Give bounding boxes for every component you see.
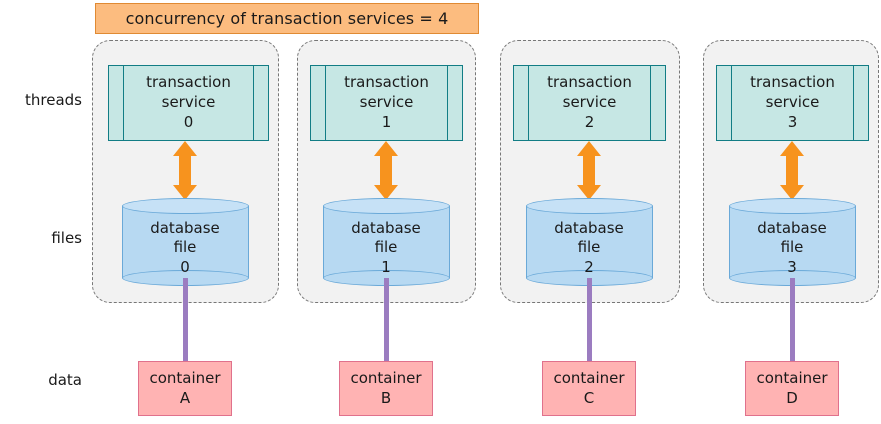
transaction-service-line1: transaction — [344, 73, 429, 92]
file-to-container-connector-2 — [586, 278, 592, 363]
transaction-service-line2: service — [765, 93, 820, 112]
database-file-line2: file — [780, 238, 804, 257]
database-file-line2: file — [173, 238, 197, 257]
database-file-line2: file — [374, 238, 398, 257]
container-box-1[interactable]: container B — [339, 361, 433, 416]
thread-rail-right-icon — [853, 66, 854, 140]
transaction-service-box-1[interactable]: transaction service 1 — [310, 65, 463, 141]
bidirectional-arrow-icon-3 — [779, 141, 805, 200]
cylinder-body — [322, 206, 450, 278]
container-box-3[interactable]: container D — [745, 361, 839, 416]
database-file-line1: database — [150, 218, 220, 237]
cylinder-body — [525, 206, 653, 278]
row-label-data: data — [48, 371, 82, 389]
container-box-2[interactable]: container C — [542, 361, 636, 416]
row-label-files: files — [51, 229, 82, 247]
transaction-service-line2: service — [161, 93, 216, 112]
transaction-service-box-0[interactable]: transaction service 0 — [108, 65, 269, 141]
container-letter: D — [786, 388, 798, 407]
thread-rail-left-icon — [731, 66, 732, 140]
cylinder-top — [322, 198, 450, 214]
database-file-cylinder-0[interactable]: database file 0 — [121, 198, 249, 286]
file-to-container-connector-3 — [789, 278, 795, 363]
thread-rail-left-icon — [123, 66, 124, 140]
database-file-line1: database — [554, 218, 624, 237]
bidirectional-arrow-icon-2 — [576, 141, 602, 200]
bidirectional-arrow-icon-1 — [373, 141, 399, 200]
transaction-service-line2: service — [359, 93, 414, 112]
database-file-label: database file 3 — [729, 214, 856, 282]
cylinder-top — [525, 198, 653, 214]
container-letter: C — [583, 388, 595, 407]
transaction-service-index: 1 — [381, 112, 392, 131]
transaction-service-index: 2 — [584, 112, 595, 131]
container-box-0[interactable]: container A — [138, 361, 232, 416]
thread-rail-right-icon — [253, 66, 254, 140]
thread-rail-left-icon — [528, 66, 529, 140]
bidirectional-arrow-icon-0 — [172, 141, 198, 200]
transaction-service-line2: service — [562, 93, 617, 112]
concurrency-banner: concurrency of transaction services = 4 — [95, 3, 479, 34]
database-file-index: 0 — [180, 257, 190, 276]
container-letter: A — [179, 388, 191, 407]
container-line1: container — [149, 369, 221, 387]
transaction-service-box-3[interactable]: transaction service 3 — [716, 65, 869, 141]
database-file-cylinder-3[interactable]: database file 3 — [728, 198, 856, 286]
cylinder-top — [728, 198, 856, 214]
transaction-service-line1: transaction — [146, 73, 231, 92]
container-line1: container — [350, 369, 422, 387]
database-file-line2: file — [577, 238, 601, 257]
database-file-index: 3 — [787, 257, 797, 276]
cylinder-body — [728, 206, 856, 278]
thread-rail-left-icon — [325, 66, 326, 140]
database-file-cylinder-2[interactable]: database file 2 — [525, 198, 653, 286]
container-letter: B — [380, 388, 392, 407]
database-file-line1: database — [757, 218, 827, 237]
database-file-label: database file 1 — [323, 214, 450, 282]
file-to-container-connector-1 — [383, 278, 389, 363]
transaction-service-index: 3 — [787, 112, 798, 131]
row-label-threads: threads — [25, 91, 82, 109]
thread-rail-right-icon — [650, 66, 651, 140]
cylinder-top — [121, 198, 249, 214]
container-line1: container — [553, 369, 625, 387]
thread-rail-right-icon — [447, 66, 448, 140]
transaction-service-box-2[interactable]: transaction service 2 — [513, 65, 666, 141]
database-file-label: database file 2 — [526, 214, 653, 282]
database-file-cylinder-1[interactable]: database file 1 — [322, 198, 450, 286]
container-line1: container — [756, 369, 828, 387]
cylinder-body — [121, 206, 249, 278]
transaction-service-line1: transaction — [750, 73, 835, 92]
database-file-line1: database — [351, 218, 421, 237]
transaction-service-line1: transaction — [547, 73, 632, 92]
database-file-index: 1 — [381, 257, 391, 276]
database-file-label: database file 0 — [122, 214, 249, 282]
transaction-service-index: 0 — [183, 112, 194, 131]
file-to-container-connector-0 — [182, 278, 188, 363]
concurrency-banner-label: concurrency of transaction services = 4 — [125, 9, 449, 28]
database-file-index: 2 — [584, 257, 594, 276]
